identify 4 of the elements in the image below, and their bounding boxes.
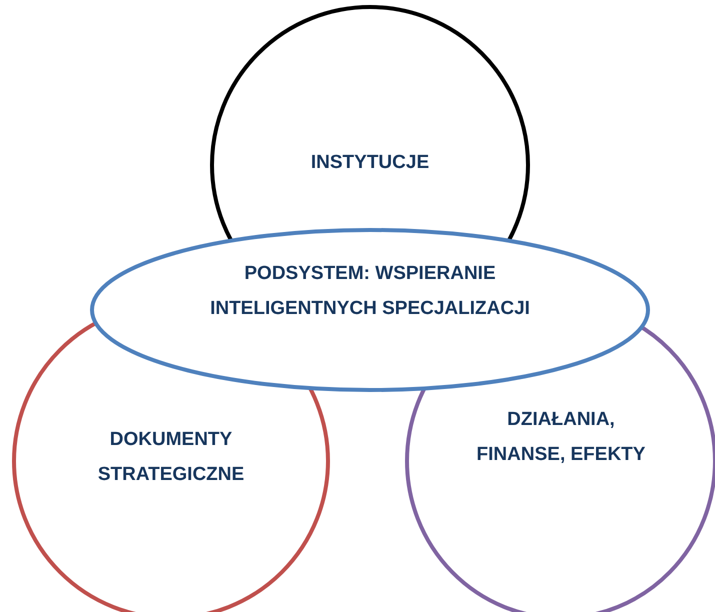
category-label: INSTYTUCJE [310,151,430,175]
category-label: PODSYSTEM: WSPIERANIE INTELIGENTNYCH SPECJALIZACJI [209,262,531,321]
category-label: DOKUMENTY STRATEGICZNE [96,428,246,487]
category-label: DZIAŁANIA, FINANSE, EFEKTY [476,408,646,467]
